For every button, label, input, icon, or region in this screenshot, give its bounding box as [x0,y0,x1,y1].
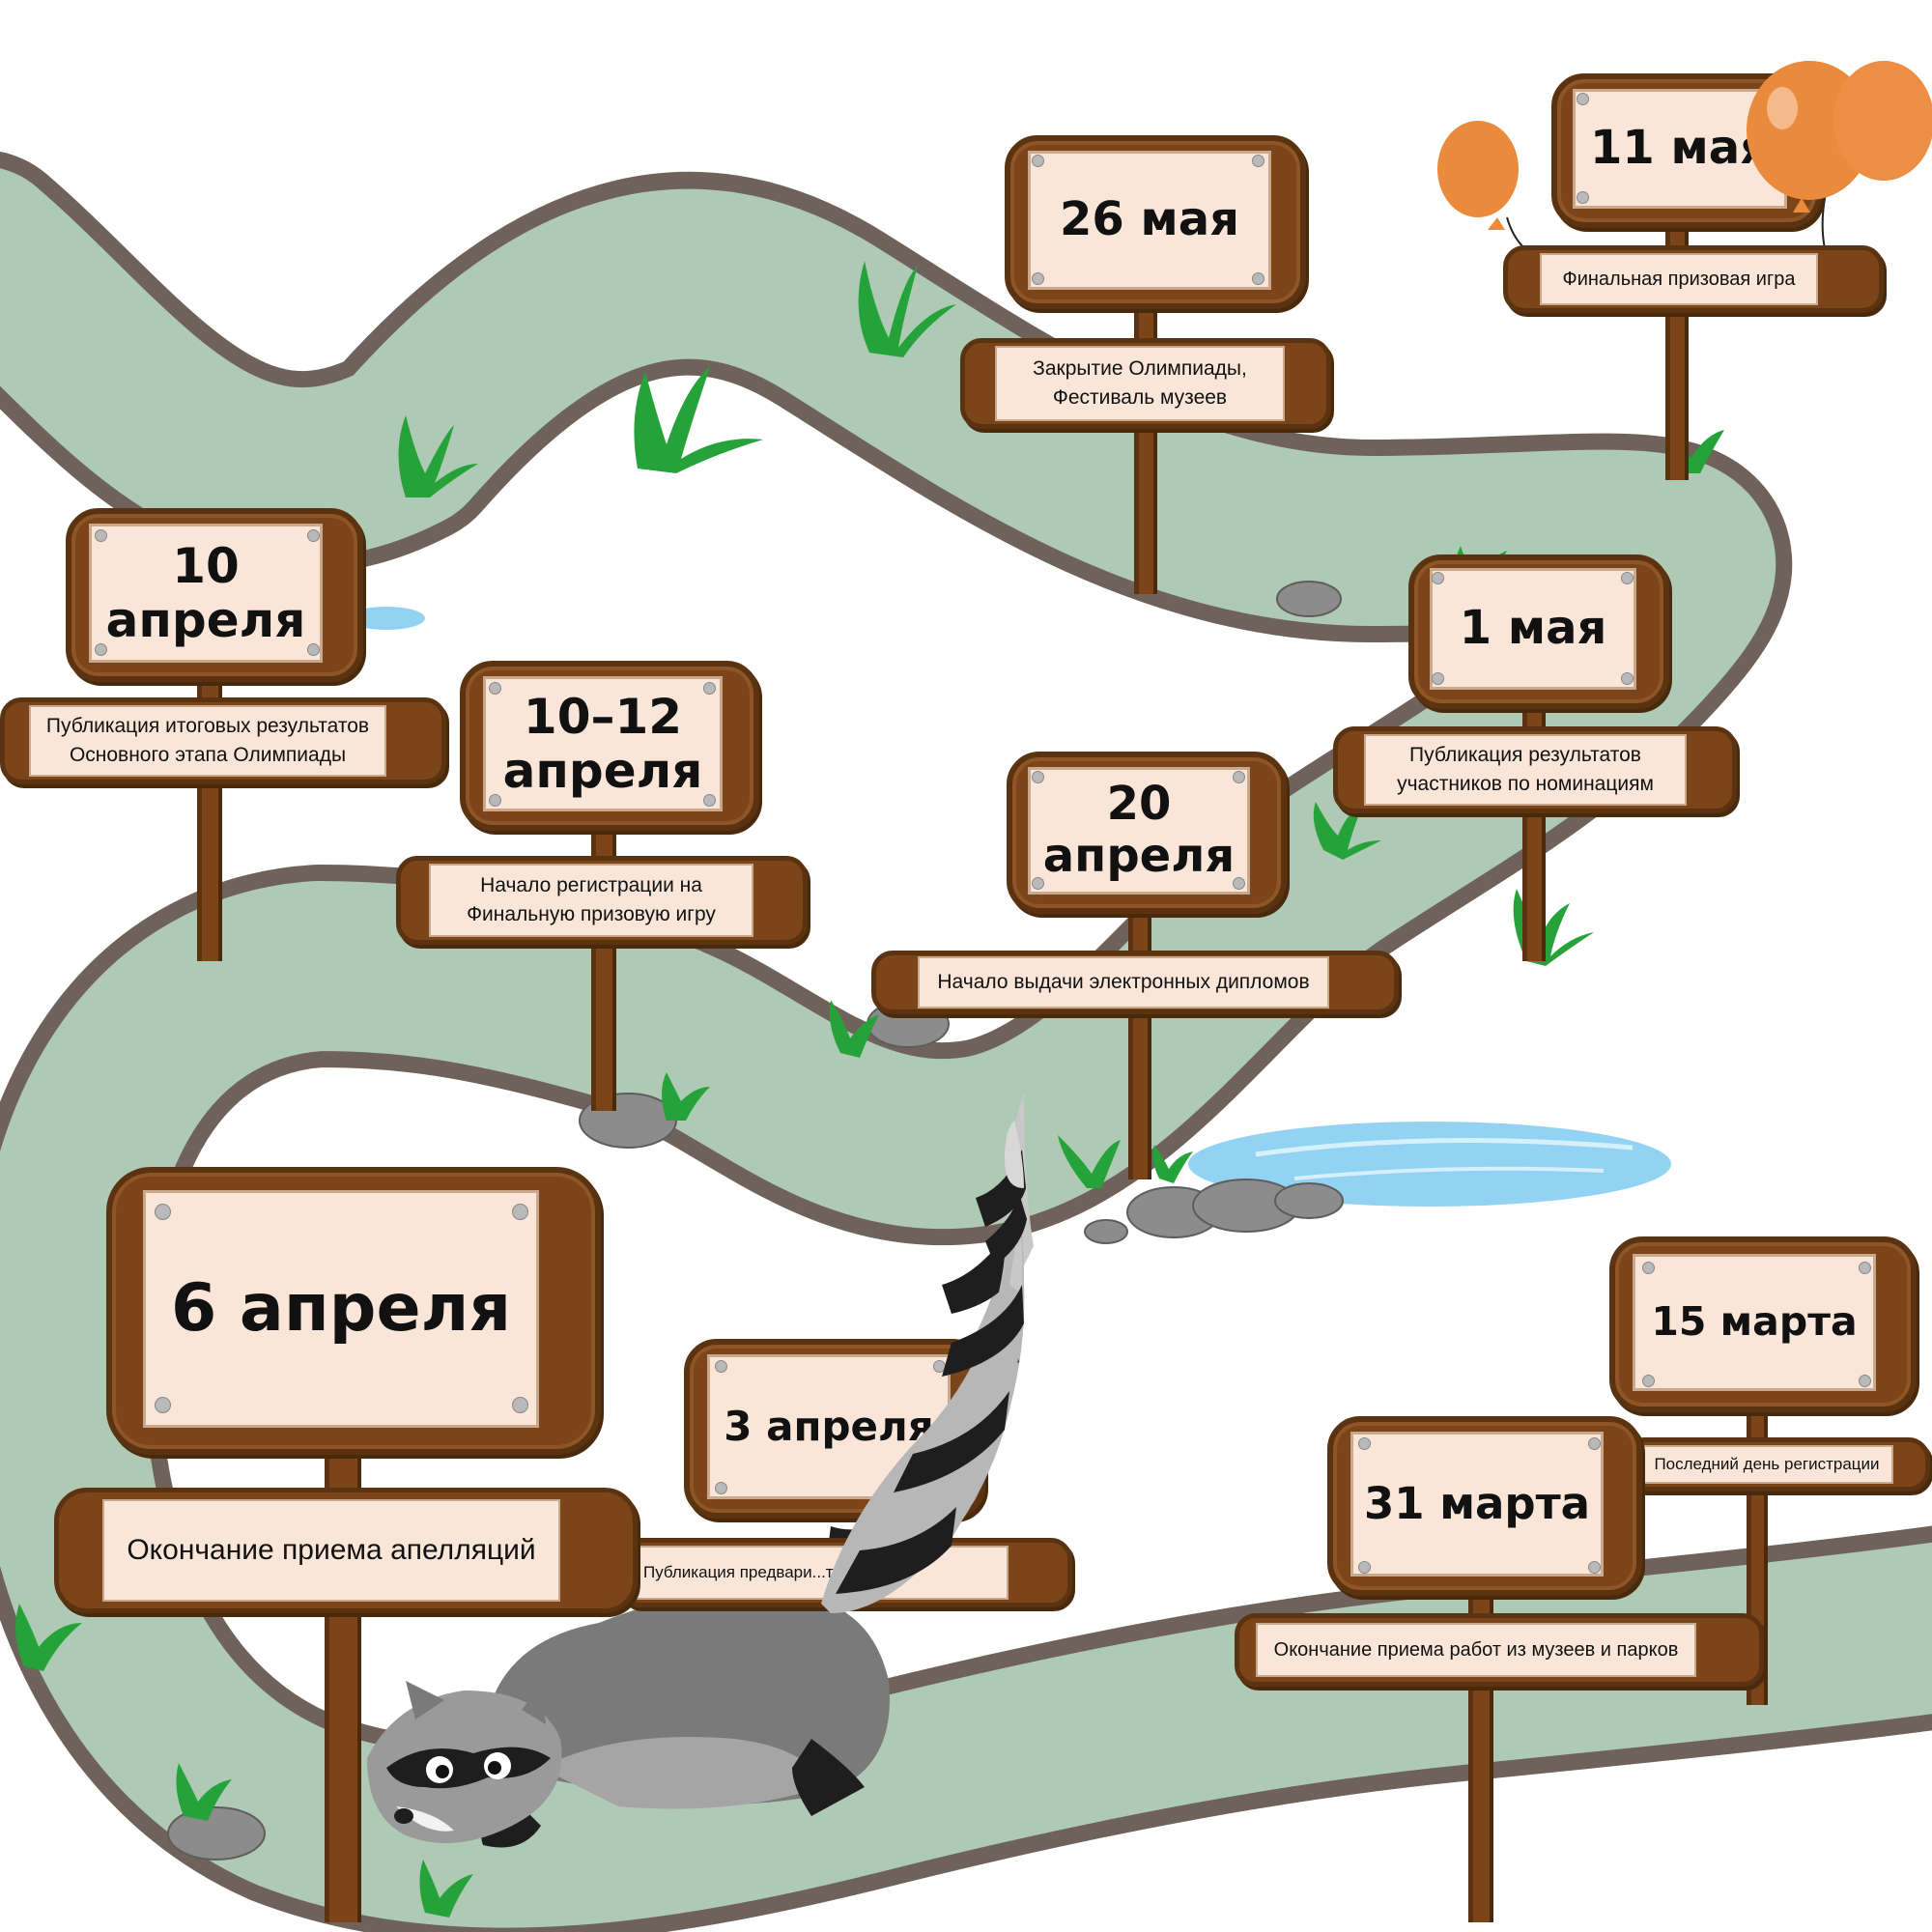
milestone-label: Последний день регистрации [1640,1445,1893,1484]
milestone-label: Закрытие Олимпиады, Фестиваль музеев [995,346,1285,421]
milestone-label: Публикация итоговых результатов Основног… [29,705,386,777]
milestone-date: 11 мая [1573,89,1787,209]
milestone-date: 3 апреля [707,1354,951,1499]
milestone-date: 20 апреля [1028,767,1250,895]
milestone-date: 1 мая [1430,568,1636,690]
milestone-label: Начало регистрации на Финальную призовую… [429,864,753,937]
milestone-label: Публикация предвари...татов [636,1546,1009,1600]
milestone-date: 26 мая [1028,151,1271,290]
milestone-label: Окончание приема работ из музеев и парко… [1256,1623,1696,1677]
milestone-label: Окончание приема апелляций [102,1499,560,1602]
milestone-label: Публикация результатов участников по ном… [1364,734,1687,806]
milestone-label: Начало выдачи электронных дипломов [918,956,1329,1009]
milestone-date: 10 апреля [89,524,323,663]
milestone-date: 6 апреля [143,1190,539,1428]
milestone-date: 15 марта [1633,1254,1876,1391]
milestone-label: Финальная призовая игра [1540,253,1818,305]
milestone-date: 31 марта [1350,1432,1604,1577]
milestone-date: 10–12 апреля [483,676,723,811]
